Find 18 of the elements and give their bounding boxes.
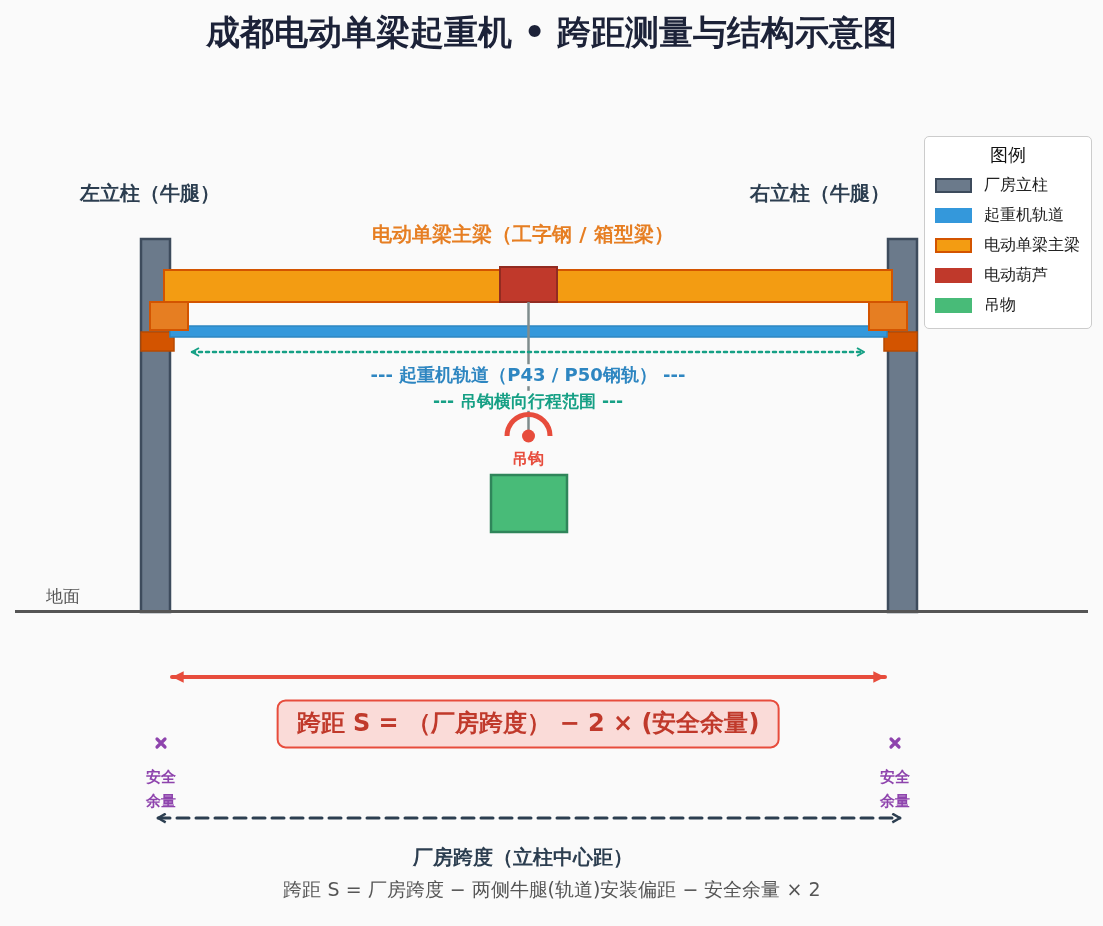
safety-margin-label: 安全余量	[880, 767, 910, 812]
ground-label: 地面	[46, 585, 80, 607]
column-label: 右立柱（牛腿）	[750, 181, 890, 205]
column-label: 左立柱（牛腿）	[80, 181, 220, 205]
formula-text: 跨距 S = （厂房跨度） − 2 × (安全余量)	[296, 708, 760, 740]
safety-margin-label: 安全余量	[146, 767, 176, 812]
diagram-title: 成都电动单梁起重机 • 跨距测量与结构示意图	[205, 12, 898, 53]
formula-panel	[276, 699, 780, 749]
legend-label: 电动单梁主梁	[984, 234, 1080, 256]
legend-label: 电动葫芦	[984, 264, 1048, 286]
span-title: 厂房跨度（立柱中心距）	[413, 845, 633, 869]
legend-label: 吊物	[984, 294, 1016, 316]
hook-label: 吊钩	[512, 449, 544, 469]
legend-title: 图例	[990, 143, 1026, 167]
legend-label: 厂房立柱	[984, 174, 1048, 196]
girder-label: 电动单梁主梁（工字钢 / 箱型梁）	[372, 222, 674, 246]
formula-note: 跨距 S = 厂房跨度 − 两侧牛腿(轨道)安装偏距 − 安全余量 × 2	[283, 877, 821, 901]
legend-label: 起重机轨道	[984, 204, 1064, 226]
